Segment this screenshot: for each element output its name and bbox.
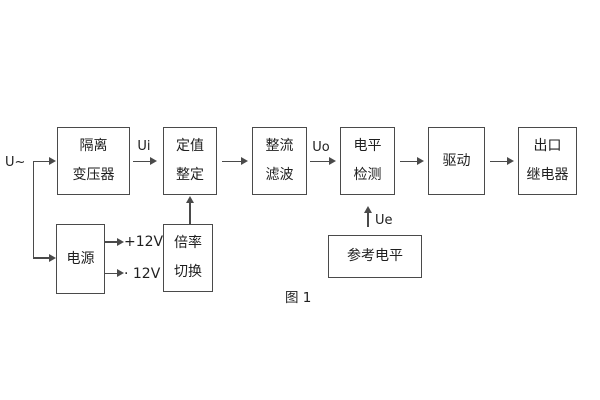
rail-pos-12v-label: +12V	[124, 234, 164, 250]
block-drive: 驱动	[428, 127, 485, 195]
input-branch-line	[32, 161, 34, 258]
arrow-setting-to-rectifier-shaft	[222, 160, 241, 162]
uo-signal-label: Uo	[312, 140, 330, 155]
arrow-reference-to-detect-shaft	[367, 213, 369, 227]
arrow-input-to-power-head	[49, 254, 56, 262]
arrow-ratio-to-setting-shaft	[189, 203, 191, 224]
arrow-ratio-to-setting-head	[186, 196, 194, 203]
arrow-detect-to-drive-shaft	[400, 160, 417, 162]
rail-neg-12v-label: · 12V	[124, 266, 161, 282]
setting-line1: 定值	[176, 138, 204, 154]
block-reference-level: 参考电平	[328, 235, 422, 278]
power-label: 电源	[66, 250, 95, 267]
block-output-relay: 出口 继电器	[518, 127, 577, 195]
arrow-rail-neg-shaft	[105, 272, 117, 274]
arrow-drive-to-relay-head	[507, 157, 514, 166]
input-voltage-label: U~	[5, 155, 26, 170]
level-detect-line1: 电平	[353, 138, 382, 154]
isolation-transformer-line2: 变压器	[72, 167, 115, 183]
arrow-input-to-transformer-shaft	[33, 160, 49, 162]
block-rectifier-filter: 整流 滤波	[252, 127, 307, 195]
arrow-transformer-to-setting-head	[150, 157, 157, 166]
arrow-rail-pos-shaft	[105, 241, 117, 243]
setting-line2: 整定	[176, 167, 204, 183]
block-level-detect: 电平 检测	[340, 127, 395, 195]
arrow-rectifier-to-detect-head	[329, 157, 336, 166]
output-relay-line1: 出口	[533, 138, 562, 154]
arrow-input-to-transformer-head	[49, 157, 56, 166]
arrow-input-to-power-shaft	[33, 257, 49, 259]
reference-level-label: 参考电平	[347, 248, 403, 264]
output-relay-line2: 继电器	[526, 167, 569, 183]
arrow-drive-to-relay-shaft	[490, 160, 507, 162]
arrow-rectifier-to-detect-shaft	[310, 160, 329, 162]
drive-label: 驱动	[442, 152, 471, 169]
arrow-transformer-to-setting-shaft	[133, 160, 150, 162]
arrow-detect-to-drive-head	[417, 157, 424, 166]
level-detect-line2: 检测	[353, 167, 382, 183]
arrow-rail-pos-head	[117, 237, 124, 246]
figure-caption: 图 1	[285, 290, 312, 306]
arrow-setting-to-rectifier-head	[241, 157, 248, 166]
ratio-switch-line2: 切换	[174, 264, 202, 280]
block-isolation-transformer: 隔离 变压器	[57, 127, 130, 195]
rectifier-filter-line2: 滤波	[265, 167, 294, 183]
block-ratio-switch: 倍率 切换	[163, 224, 213, 292]
ue-signal-label: Ue	[375, 213, 393, 228]
isolation-transformer-line1: 隔离	[79, 138, 108, 154]
ui-signal-label: Ui	[137, 139, 151, 154]
block-setting: 定值 整定	[163, 127, 217, 195]
rectifier-filter-line1: 整流	[265, 138, 294, 154]
arrow-rail-neg-head	[117, 269, 124, 278]
arrow-reference-to-detect-head	[364, 206, 372, 213]
block-power: 电源	[56, 224, 105, 294]
ratio-switch-line1: 倍率	[174, 235, 202, 251]
